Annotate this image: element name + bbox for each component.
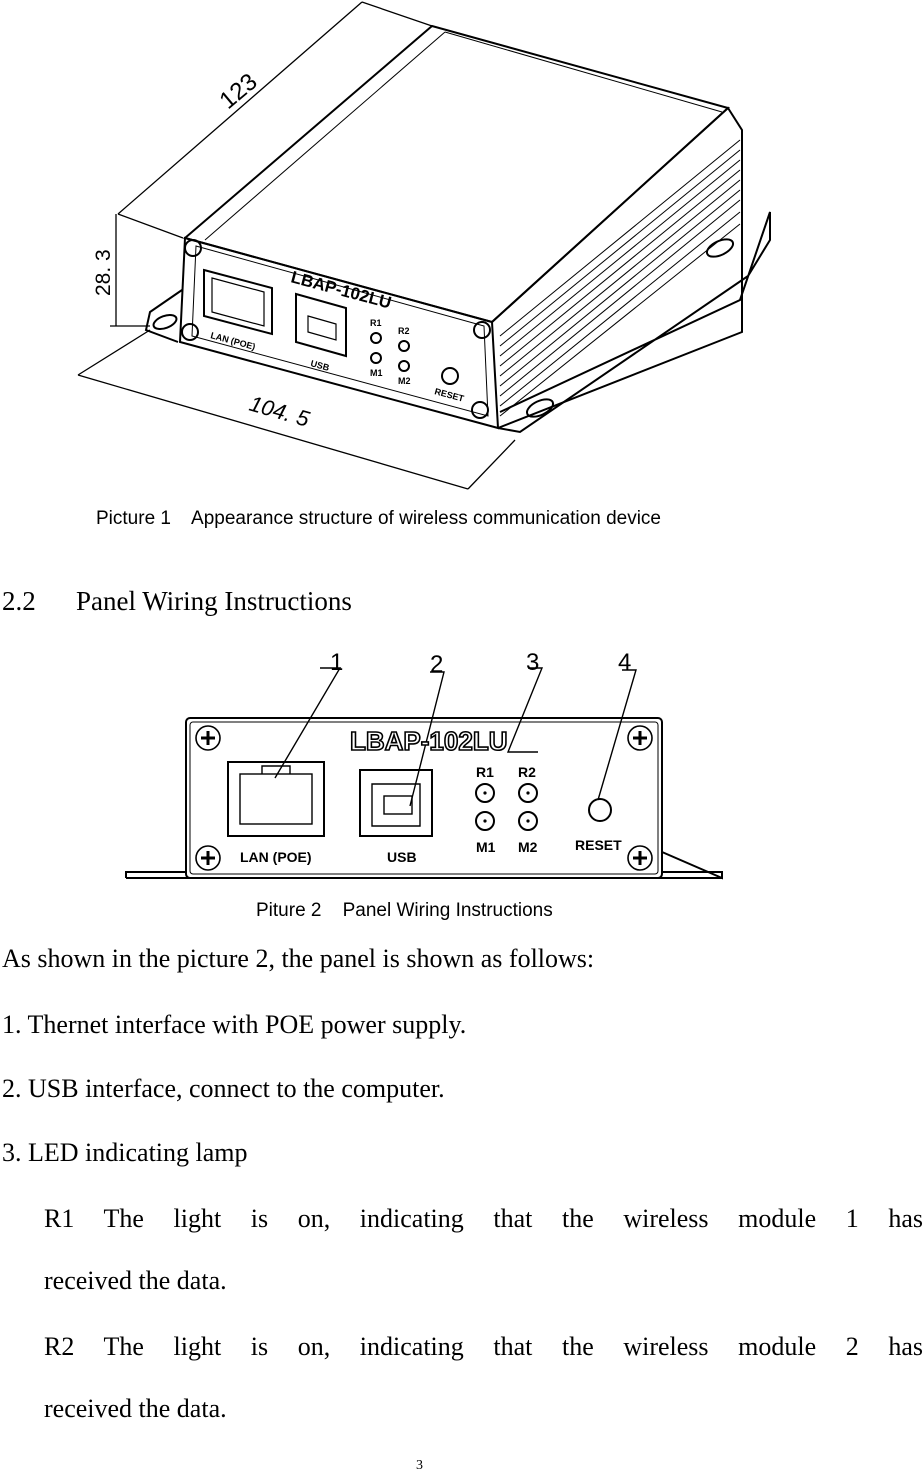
- callout-2: 2: [430, 651, 443, 678]
- led-r1-label: R1: [476, 764, 494, 780]
- list-item-usb: 2. USB interface, connect to the compute…: [2, 1074, 445, 1103]
- callout-3: 3: [526, 649, 539, 676]
- figure1-caption: Picture 1 Appearance structure of wirele…: [96, 508, 661, 529]
- usb-port-label: USB: [387, 849, 417, 865]
- callout-1: 1: [330, 649, 343, 676]
- led-r2-description: R2 The light is on, indicating that the …: [44, 1332, 923, 1361]
- led-r1-description-cont: received the data.: [44, 1266, 227, 1295]
- led-r1-description: R1 The light is on, indicating that the …: [44, 1204, 923, 1233]
- led-m2-label: M2: [518, 839, 538, 855]
- list-item-led: 3. LED indicating lamp: [2, 1138, 248, 1167]
- section-title: Panel Wiring Instructions: [76, 586, 352, 616]
- usb-port-label: USB: [309, 358, 330, 373]
- figure2-caption: Piture 2 Panel Wiring Instructions: [256, 900, 553, 921]
- section-number: 2.2: [2, 586, 36, 616]
- reset-button-label: RESET: [575, 837, 622, 853]
- led-m1-label: M1: [370, 368, 383, 378]
- reset-button-label: RESET: [433, 386, 465, 404]
- page-number: 3: [416, 1458, 423, 1473]
- led-m2-label: M2: [398, 376, 411, 386]
- callout-4: 4: [618, 649, 631, 676]
- dimension-height-label: 28. 3: [92, 249, 115, 296]
- list-item-ethernet: 1. Thernet interface with POE power supp…: [2, 1010, 467, 1039]
- led-m1-label: M1: [476, 839, 496, 855]
- panel-wiring-figure: 1 2 3 4 LBAP-102LU LAN (POE) USB R1 R2 M…: [125, 649, 723, 880]
- intro-paragraph: As shown in the picture 2, the panel is …: [2, 944, 595, 973]
- led-r1-label: R1: [370, 318, 382, 328]
- dimension-width-label: 104. 5: [247, 391, 313, 432]
- led-r2-description-cont: received the data.: [44, 1394, 227, 1423]
- lan-port-label: LAN (POE): [209, 330, 256, 352]
- device-appearance-figure: 123 28. 3 104. 5 LBAP-102LU LAN (POE) US…: [77, 1, 771, 490]
- lan-port-label: LAN (POE): [240, 849, 312, 865]
- led-r2-label: R2: [518, 764, 536, 780]
- device-model-label: LBAP-102LU: [350, 726, 507, 756]
- dimension-length-label: 123: [215, 68, 263, 114]
- led-r2-label: R2: [398, 326, 410, 336]
